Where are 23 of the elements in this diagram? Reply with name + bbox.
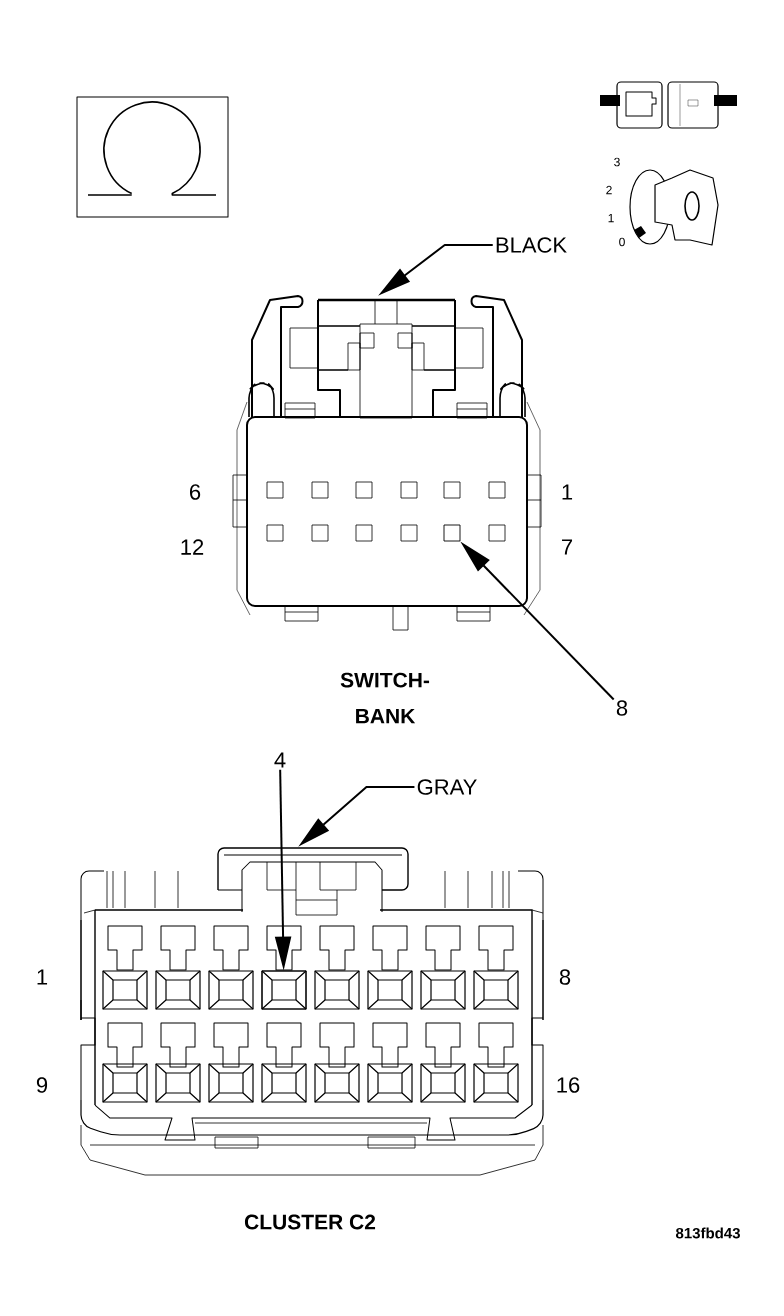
pin-number: 6 [190,484,201,500]
position-number: 3 [614,157,620,167]
pin-number: 9 [36,1077,48,1093]
color-label: GRAY [417,779,477,795]
position-number: 1 [608,213,614,223]
terminal-cavity [261,970,307,1010]
position-number: 2 [606,185,612,195]
connector-caption: CLUSTER C2 [244,1214,376,1230]
pin-number: 16 [557,1077,580,1093]
figure-code: 813fbd43 [675,1227,740,1239]
callout-number: 4 [274,752,286,768]
pin-number: 1 [37,969,48,985]
terminal-cavity [443,524,461,542]
connector-caption: SWITCH- BANK [340,672,430,724]
pin-number: 12 [181,539,204,555]
connector-drawing [232,295,542,631]
connector-drawing [80,847,544,1176]
pin-number: 7 [562,539,573,555]
position-number: 0 [619,237,625,247]
color-label: BLACK [496,237,567,253]
callout-number: 8 [616,700,628,716]
pin-number: 1 [562,484,573,500]
pin-number: 8 [559,969,571,985]
